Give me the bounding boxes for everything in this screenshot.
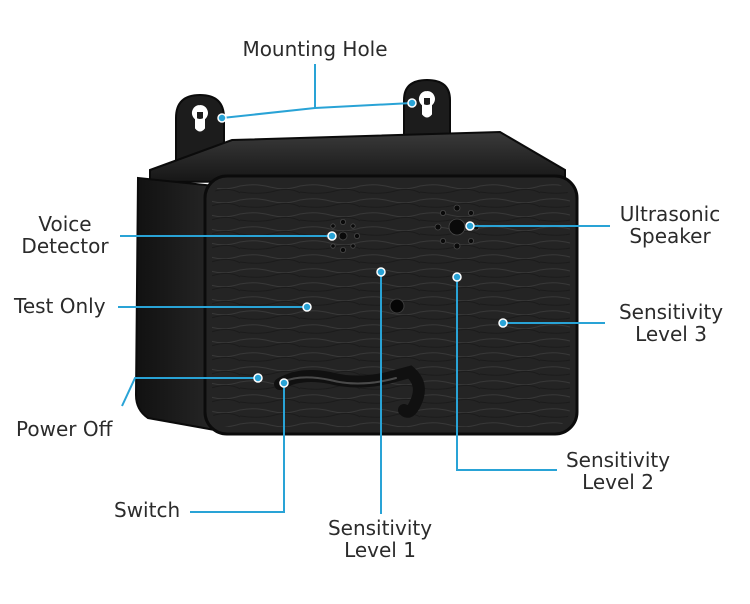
label-sensitivity-level-1-line1: Sensitivity <box>327 516 433 540</box>
label-ultrasonic-speaker-line1: Ultrasonic <box>619 202 721 226</box>
label-test-only: Test Only <box>14 294 106 318</box>
switch-lever <box>274 365 425 418</box>
label-sensitivity-level-2-line1: Sensitivity <box>565 448 671 472</box>
center-hole-icon <box>389 298 405 314</box>
label-ultrasonic-speaker: Ultrasonic Speaker <box>604 203 736 247</box>
label-sensitivity-level-1-line2: Level 1 <box>344 538 416 562</box>
label-power-off: Power Off <box>16 417 113 441</box>
label-sensitivity-level-2: Sensitivity Level 2 <box>555 449 681 493</box>
label-sensitivity-level-3-line1: Sensitivity <box>618 300 724 324</box>
mounting-hole-left-icon <box>191 105 208 132</box>
label-sensitivity-level-3-line2: Level 3 <box>635 322 707 346</box>
label-ultrasonic-speaker-line2: Speaker <box>629 224 711 248</box>
mounting-hole-right-icon <box>418 91 435 118</box>
label-voice-detector-line2: Detector <box>21 234 109 258</box>
label-sensitivity-level-2-line2: Level 2 <box>582 470 654 494</box>
label-switch: Switch <box>114 498 181 522</box>
leader-dots <box>217 98 508 388</box>
device-side <box>134 176 216 432</box>
label-voice-detector: Voice Detector <box>10 213 120 257</box>
leader-lines <box>118 64 610 514</box>
label-voice-detector-line1: Voice <box>38 212 92 236</box>
label-mounting-hole: Mounting Hole <box>242 37 388 61</box>
label-sensitivity-level-1: Sensitivity Level 1 <box>317 517 443 561</box>
label-sensitivity-level-3: Sensitivity Level 3 <box>608 301 734 345</box>
